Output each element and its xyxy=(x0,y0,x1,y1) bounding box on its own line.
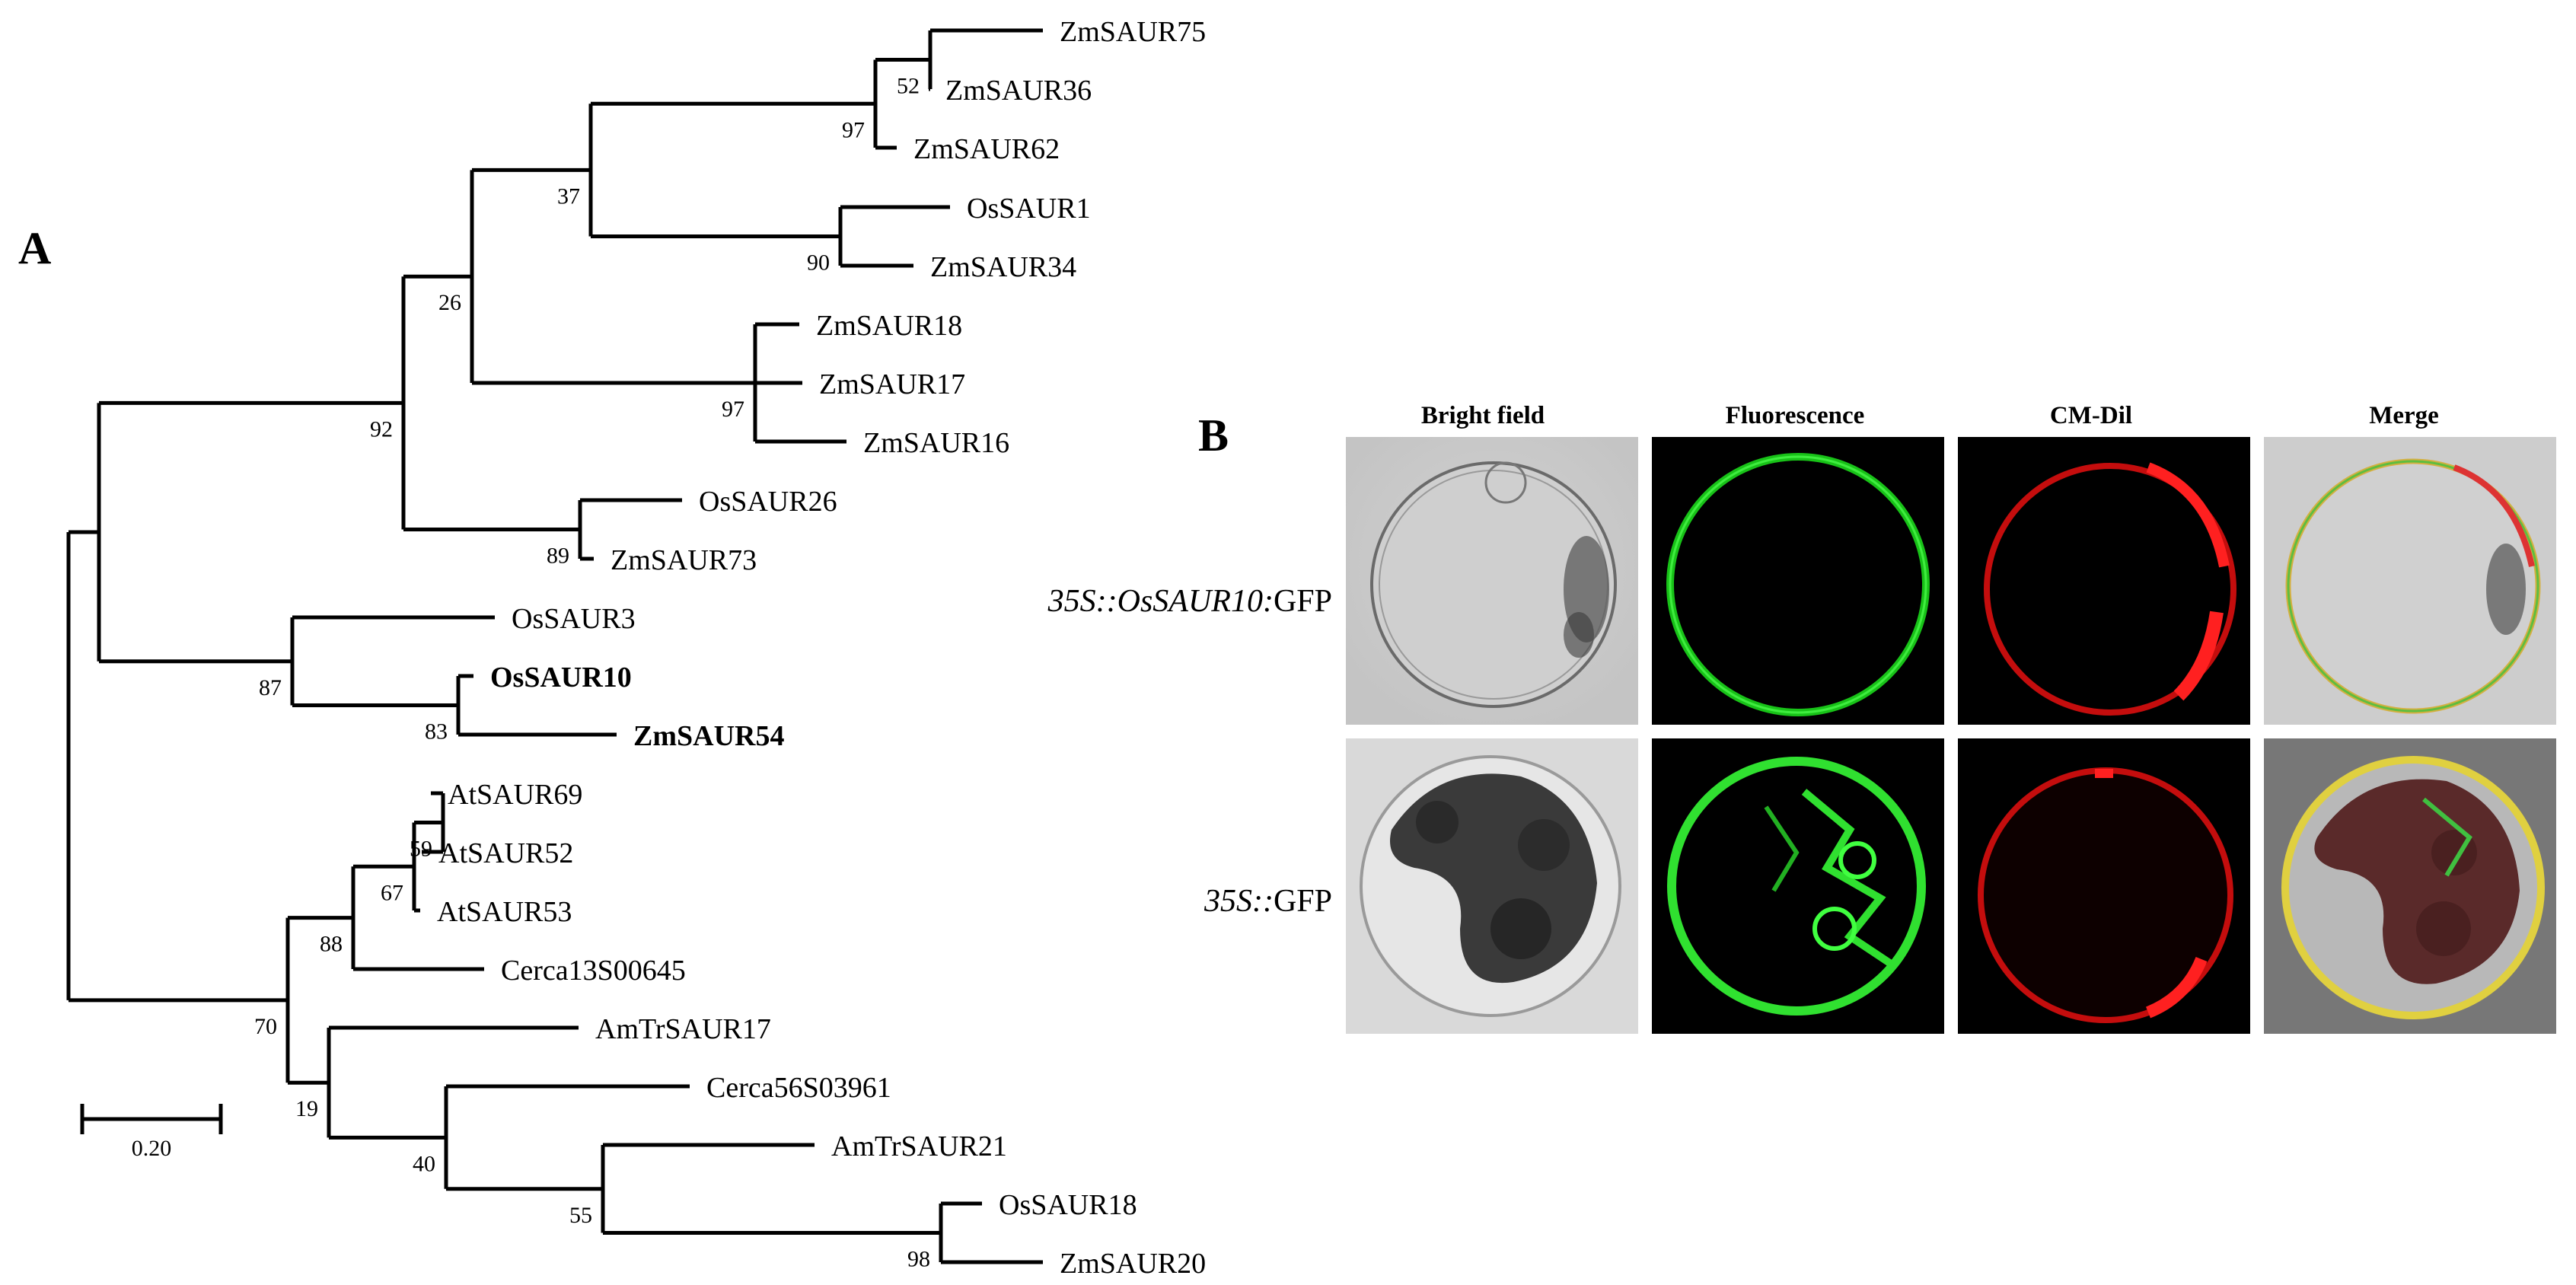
row-label-construct: 35S:: xyxy=(1204,884,1274,919)
bootstrap-value: 40 xyxy=(413,1151,435,1176)
row-label-construct: 35S::OsSAUR10: xyxy=(1047,584,1274,619)
panel-a-label: A xyxy=(18,223,52,273)
micrograph-fluorescence-gfp xyxy=(1652,738,1944,1034)
leaf-label: ZmSAUR73 xyxy=(611,544,757,576)
bootstrap-value: 26 xyxy=(438,290,461,315)
bootstrap-value: 19 xyxy=(295,1096,318,1121)
leaf-label: OsSAUR18 xyxy=(999,1189,1137,1221)
leaf-label: Cerca13S00645 xyxy=(501,955,686,987)
micrograph-cm-dil-gfp xyxy=(1958,738,2250,1034)
row-label-tag: GFP xyxy=(1273,884,1332,919)
bootstrap-value: 67 xyxy=(381,880,403,905)
bootstrap-value: 98 xyxy=(907,1247,930,1272)
micrograph-bright-field-ossaur10 xyxy=(1346,437,1638,725)
leaf-label: OsSAUR1 xyxy=(967,193,1091,225)
leaf-label: AtSAUR53 xyxy=(437,896,572,928)
micrograph-merge-gfp xyxy=(2264,738,2556,1034)
leaf-label: ZmSAUR17 xyxy=(819,368,965,400)
bootstrap-value: 92 xyxy=(370,416,393,442)
bootstrap-value: 87 xyxy=(259,675,282,700)
column-header-cm-dil: CM-Dil xyxy=(2049,402,2133,429)
leaf-label: AmTrSAUR21 xyxy=(831,1130,1007,1162)
leaf-label: AtSAUR52 xyxy=(438,837,573,869)
leaf-label: AmTrSAUR17 xyxy=(595,1013,771,1045)
leaf-label: ZmSAUR20 xyxy=(1060,1248,1206,1280)
column-header-bright-field: Bright field xyxy=(1420,402,1545,429)
column-header-fluorescence: Fluorescence xyxy=(1725,402,1865,429)
panel-b-label: B xyxy=(1198,410,1229,461)
column-header-merge: Merge xyxy=(2369,402,2439,429)
bootstrap-value: 52 xyxy=(897,74,920,99)
leaf-label: AtSAUR69 xyxy=(448,779,582,811)
leaf-label: ZmSAUR36 xyxy=(945,75,1092,107)
bootstrap-value: 70 xyxy=(254,1014,277,1039)
bootstrap-value: 89 xyxy=(547,544,569,569)
bootstrap-value: 88 xyxy=(320,932,343,957)
bootstrap-value: 90 xyxy=(807,250,830,276)
micrograph-cm-dil-ossaur10 xyxy=(1958,437,2250,725)
leaf-label: Cerca56S03961 xyxy=(706,1072,891,1104)
leaf-label: ZmSAUR18 xyxy=(816,310,962,342)
micrograph-fluorescence-ossaur10 xyxy=(1652,437,1944,725)
row-label-tag: GFP xyxy=(1273,584,1332,619)
bootstrap-value: 97 xyxy=(842,117,865,142)
bootstrap-value: 59 xyxy=(410,837,432,862)
leaf-label: ZmSAUR54 xyxy=(633,720,784,752)
phylogenetic-tree: ZmSAUR75ZmSAUR36ZmSAUR62OsSAUR1ZmSAUR34Z… xyxy=(66,16,1206,1280)
leaf-label: ZmSAUR62 xyxy=(913,133,1060,165)
bootstrap-value: 55 xyxy=(569,1203,592,1228)
leaf-label: ZmSAUR75 xyxy=(1060,16,1206,48)
leaf-label: OsSAUR10 xyxy=(490,662,632,694)
scale-bar-label: 0.20 xyxy=(132,1136,172,1161)
leaf-label: OsSAUR3 xyxy=(512,603,636,635)
bootstrap-value: 97 xyxy=(722,397,744,422)
bootstrap-value: 83 xyxy=(425,719,448,745)
bootstrap-value: 37 xyxy=(557,183,580,209)
row-label-ossaur10-gfp: 35S::OsSAUR10:GFP xyxy=(1012,583,1332,620)
row-label-gfp: 35S::GFP xyxy=(1012,883,1332,920)
micrograph-bright-field-gfp xyxy=(1346,738,1638,1034)
micrograph-merge-ossaur10 xyxy=(2264,437,2556,725)
leaf-label: ZmSAUR34 xyxy=(930,251,1076,283)
leaf-label: OsSAUR26 xyxy=(699,486,837,518)
leaf-label: ZmSAUR16 xyxy=(863,427,1009,459)
